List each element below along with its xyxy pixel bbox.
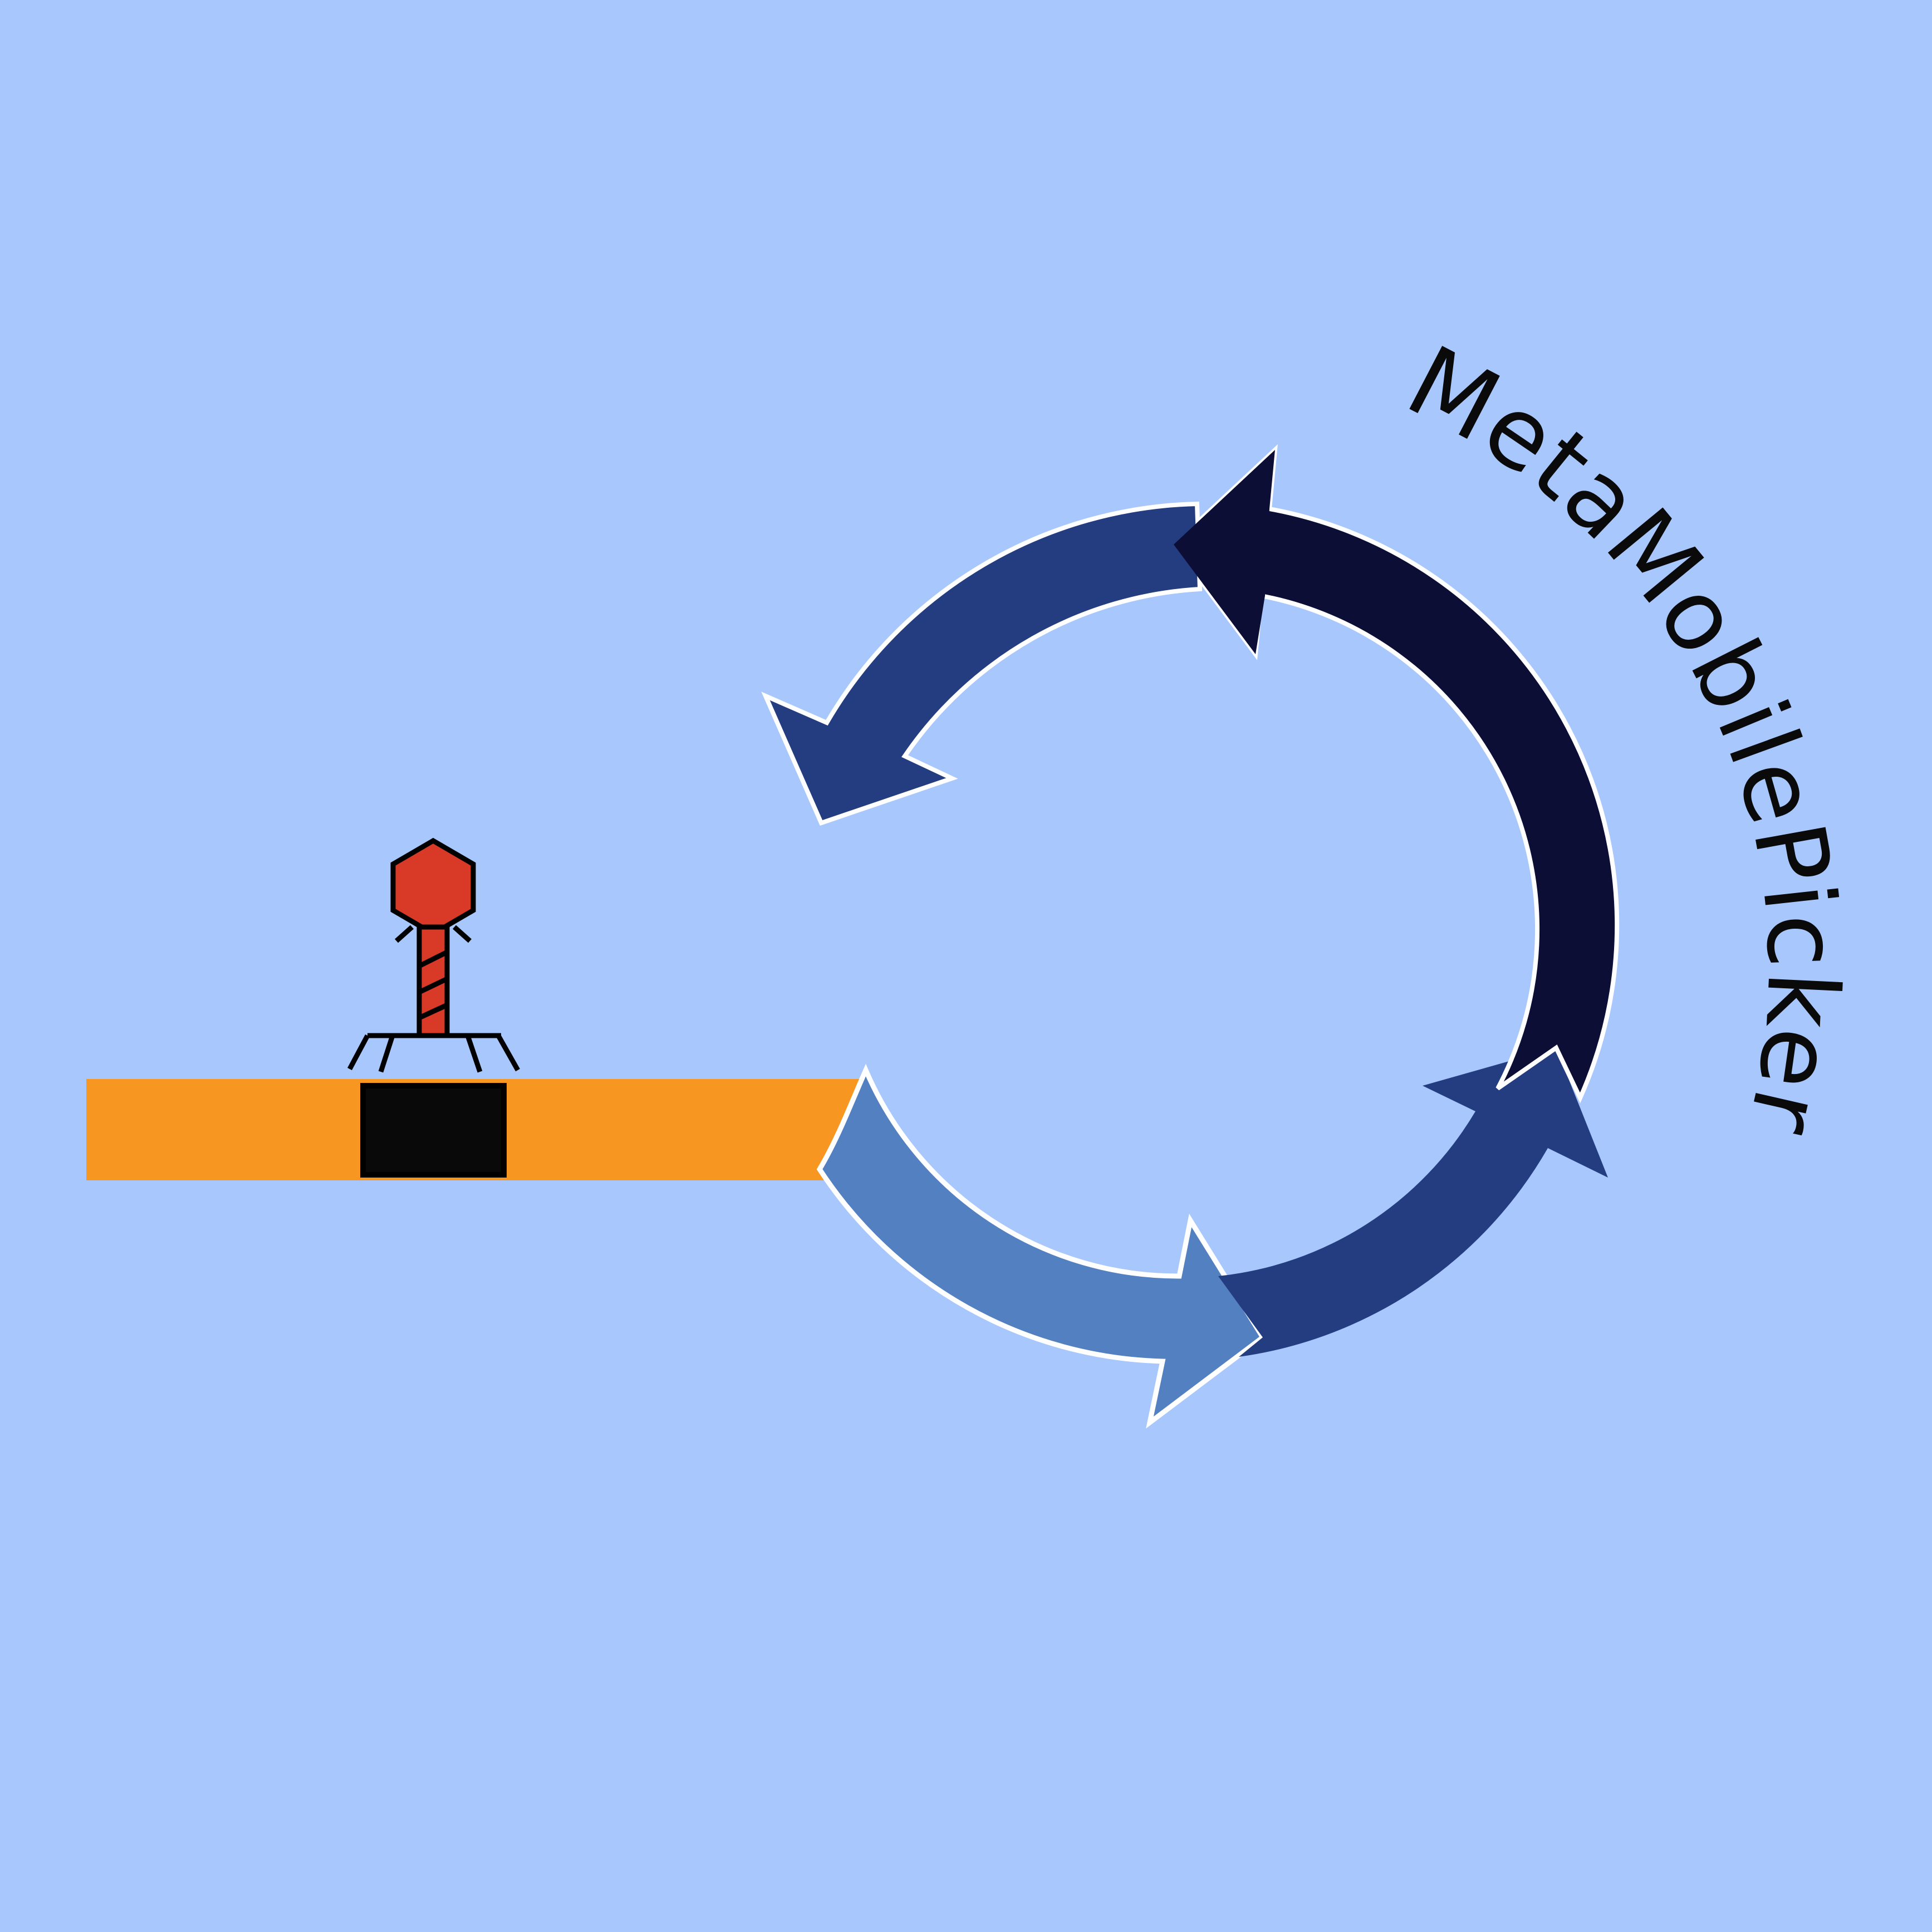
arrow-mid-top — [761, 501, 1203, 826]
cycle-arrows-icon — [761, 444, 1620, 1429]
mobile-element-box — [360, 1083, 507, 1178]
contig-bar-icon — [86, 1079, 866, 1180]
phage-head — [390, 837, 476, 937]
arrow-light — [816, 1063, 1266, 1429]
arrow-mid-bottom — [1218, 1048, 1608, 1357]
bacteriophage-icon — [347, 837, 520, 1073]
arrow-dark-tip — [1174, 450, 1275, 654]
